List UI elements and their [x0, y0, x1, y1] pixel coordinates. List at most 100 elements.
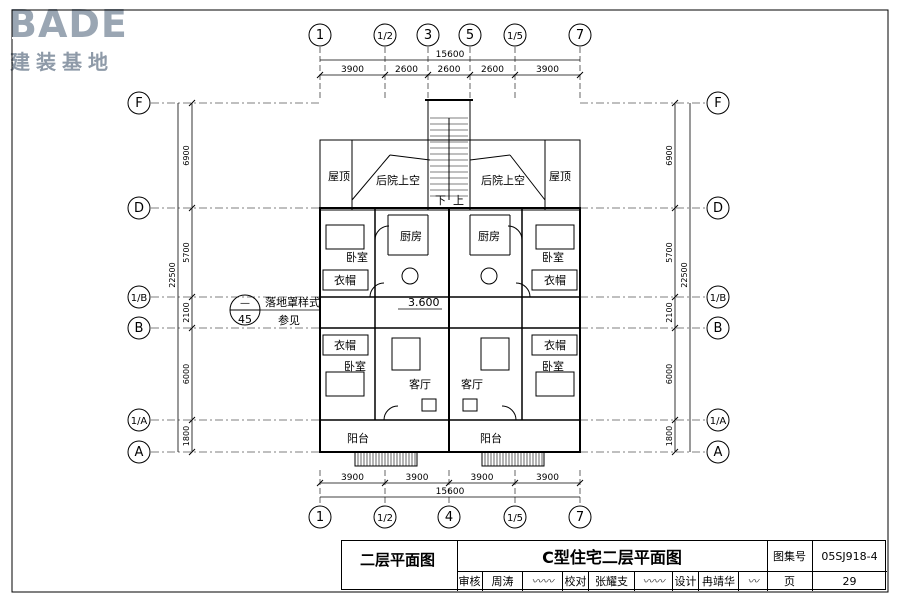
grid-bubble-bottom-3-circle: [503, 505, 527, 529]
dim-right-part-2: 2100: [665, 302, 674, 322]
stair-treads: [430, 117, 468, 197]
dim-tick-left-3: [188, 324, 196, 332]
grid-bubble-top-2-label: 3: [424, 28, 432, 43]
dim-right-part-1: 5700: [665, 242, 674, 262]
check-signature: 〰〰: [635, 571, 673, 591]
wardrobe-label-upper-left: 衣帽: [334, 273, 356, 287]
dim-top-part-4: 3900: [536, 65, 559, 75]
grid-bubble-right-3-label: B: [714, 321, 723, 336]
dim-top-part-1: 2600: [395, 65, 418, 75]
kitchen-label-left: 厨房: [400, 230, 422, 243]
rear-yard-outline: [319, 139, 581, 211]
dim-left-part-2: 2100: [182, 302, 191, 322]
grid-bubble-left-4-circle: [127, 408, 151, 432]
dim-top-part-2: 2600: [438, 65, 461, 75]
dim-tick-right-4: [671, 416, 679, 424]
grid-bubble-right-5-circle: [706, 440, 730, 464]
audit-label: 审核: [457, 571, 483, 591]
dim-tick-bottom-4: [576, 479, 584, 487]
dim-tick-left-5: [188, 448, 196, 456]
dim-top-part-3: 2600: [481, 65, 504, 75]
dim-tick-bottom-0: [316, 479, 324, 487]
dim-right-part-3: 6000: [665, 364, 674, 384]
grid-bubble-left-3-label: B: [135, 321, 144, 336]
walls: [319, 99, 581, 467]
dim-tick-bottom-3: [511, 479, 519, 487]
dim-tick-top-4: [511, 71, 519, 79]
grid-bubble-bottom-2-circle: [437, 505, 461, 529]
grid-bubble-left-5-label: A: [135, 445, 144, 460]
roof-label-left: 屋顶: [328, 170, 350, 183]
dim-tick-left-4: [188, 416, 196, 424]
grid-bubble-left-3-circle: [127, 316, 151, 340]
dim-bottom-part-0: 3900: [341, 473, 364, 483]
grid-bubble-top-2-circle: [416, 23, 440, 47]
grid-bubble-left-4-label: 1/A: [131, 416, 148, 427]
dim-tick-top-3: [466, 71, 474, 79]
kitchen-label-right: 厨房: [478, 230, 500, 243]
grid-bubble-left-1-circle: [127, 196, 151, 220]
wardrobe-label-lower-right: 衣帽: [544, 338, 566, 352]
roof-label-right: 屋顶: [549, 170, 571, 183]
drawing-frame: [11, 9, 889, 593]
reference-note-1: 落地罩样式: [265, 295, 320, 309]
living-label-left: 客厅: [409, 377, 431, 391]
dim-tick-left-2: [188, 293, 196, 301]
dim-top-part-0: 3900: [341, 65, 364, 75]
wardrobe-label-lower-left: 衣帽: [334, 338, 356, 352]
logo-chinese: 建装基地: [10, 50, 114, 74]
dim-left-part-4: 1800: [182, 426, 191, 446]
dim-tick-right-2: [671, 293, 679, 301]
grid-bubble-bottom-1-circle: [373, 505, 397, 529]
dim-left-total: 22500: [168, 262, 177, 287]
balcony-label-right: 阳台: [480, 431, 502, 445]
grid-bubble-left-1-label: D: [134, 201, 144, 216]
stair-up-label: 上: [453, 194, 464, 207]
grid-bubble-bottom-3-label: 1/5: [507, 513, 523, 524]
grid-bubble-left-2-label: 1/B: [131, 293, 148, 304]
grid-bubble-left-0-label: F: [135, 96, 142, 111]
dim-tick-left-0: [188, 99, 196, 107]
grid-bubble-right-4-circle: [706, 408, 730, 432]
bedroom-label-upper-left: 卧室: [346, 250, 368, 264]
audit-signature: 〰〰: [523, 571, 563, 591]
grid-bubble-right-3-circle: [706, 316, 730, 340]
grid-bubble-top-5-circle: [568, 23, 592, 47]
dim-tick-right-5: [671, 448, 679, 456]
yard-label-right: 后院上空: [481, 173, 525, 187]
dim-tick-bottom-2: [445, 479, 453, 487]
atlas-number-label: 图集号: [773, 550, 806, 563]
check-label: 校对: [563, 571, 589, 591]
grid-bubble-top-1-circle: [373, 23, 397, 47]
dim-right-part-0: 6900: [665, 145, 674, 165]
dim-tick-top-0: [316, 71, 324, 79]
dim-left-part-1: 5700: [182, 242, 191, 262]
grid-bubble-right-1-circle: [706, 196, 730, 220]
audit-name: 周涛: [483, 571, 523, 591]
balcony-label-left: 阳台: [347, 431, 369, 445]
dim-left-part-3: 6000: [182, 364, 191, 384]
bedroom-label-lower-right: 卧室: [542, 359, 564, 373]
dim-tick-right-3: [671, 324, 679, 332]
grid-bubble-bottom-1-label: 1/2: [377, 513, 393, 524]
grid-bubble-right-2-circle: [706, 285, 730, 309]
dim-tick-right-1: [671, 204, 679, 212]
dim-left-part-0: 6900: [182, 145, 191, 165]
dim-tick-bottom-1: [381, 479, 389, 487]
dim-tick-right-0: [671, 99, 679, 107]
dim-bottom-total: 15600: [436, 487, 465, 497]
grid-bubble-right-2-label: 1/B: [710, 293, 727, 304]
dim-right-total: 22500: [680, 262, 689, 287]
dim-tick-top-2: [424, 71, 432, 79]
page-number: 29: [842, 574, 857, 588]
grid-bubble-top-5-label: 7: [576, 28, 584, 43]
bedroom-label-upper-right: 卧室: [542, 250, 564, 264]
drawing-title: 二层平面图: [360, 551, 435, 569]
reference-note-2: 参见: [278, 313, 300, 327]
reference-number: 45: [238, 313, 252, 326]
grid-bubble-top-3-circle: [458, 23, 482, 47]
dim-right-part-4: 1800: [665, 426, 674, 446]
grid-bubble-left-5-circle: [127, 440, 151, 464]
grid-bubble-right-4-label: 1/A: [710, 416, 727, 427]
